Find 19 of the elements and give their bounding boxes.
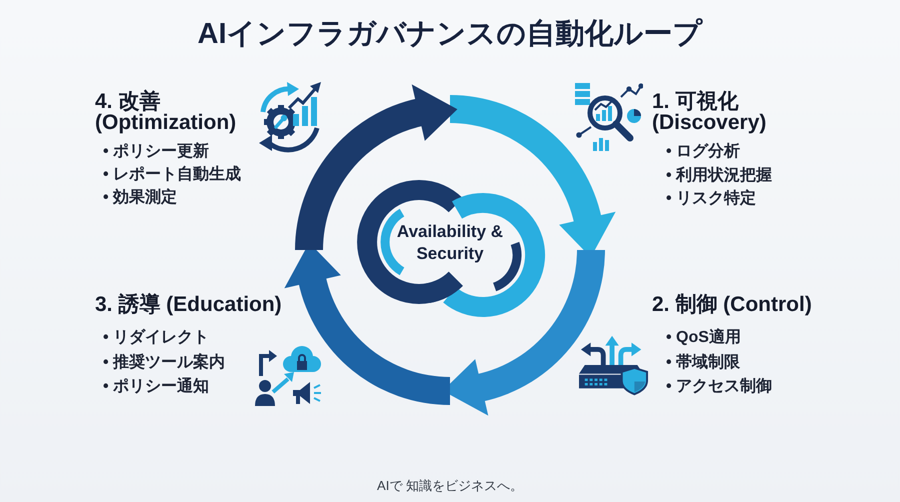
bullet-item: • リダイレクト — [103, 328, 210, 348]
bullet-item: • 帯域制限 — [666, 352, 740, 372]
stage-heading: 3. 誘導 (Education) — [95, 294, 283, 315]
title: AIインフラガバナンスの自動化ループ — [198, 17, 702, 52]
bullet-item: • ポリシー通知 — [103, 376, 210, 397]
bullet-item: • リスク特定 — [666, 188, 756, 209]
stage-heading: 1. 可視化 (Discovery) — [652, 91, 768, 133]
bullet-item: • 効果測定 — [103, 187, 178, 208]
bullet-item: • QoS適用 — [666, 327, 741, 348]
bullet-item: • ポリシー更新 — [103, 141, 210, 162]
bullet-item: • 利用状況把握 — [666, 166, 772, 186]
stage-heading: 2. 制御 (Control) — [652, 294, 813, 315]
bullet-item: • レポート自動生成 — [103, 164, 242, 185]
bullet-item: • 推奨ツール案内 — [103, 352, 226, 372]
stage-heading: 4. 改善 (Optimization) — [95, 91, 238, 133]
center-label: Availability & Security — [396, 221, 504, 265]
tagline: AIで 知識をビジネスへ。 — [377, 478, 523, 494]
bullet-item: • ログ分析 — [666, 142, 740, 162]
bullet-item: • アクセス制御 — [666, 376, 772, 397]
